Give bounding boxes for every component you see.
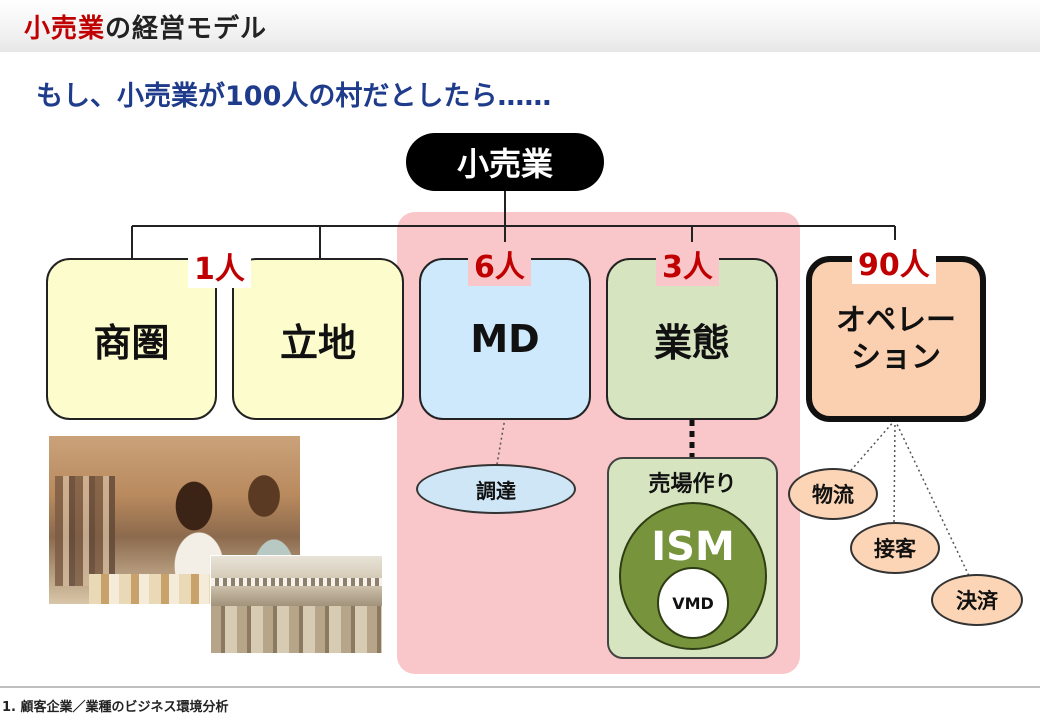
shopping-mall-photo [210, 555, 383, 654]
md-procurement: 調達 [416, 464, 576, 514]
operation-payment: 決済 [931, 574, 1023, 626]
count-md: 6人 [468, 242, 531, 286]
count-operation: 90人 [852, 240, 936, 284]
subtitle: もし、小売業が100人の村だとしたら…… [36, 81, 552, 112]
count-trade-location: 1人 [188, 244, 251, 288]
slide-title: 小売業の経営モデル [24, 8, 267, 45]
title-accent: 小売業 [24, 14, 106, 44]
operation-logistics: 物流 [788, 468, 878, 520]
category-location: 立地 [232, 258, 404, 420]
ism-label: ISM [651, 524, 735, 570]
sales-floor-label: 売場作り [648, 472, 737, 497]
root-retail-node: 小売業 [406, 133, 604, 191]
vmd-circle: VMD [657, 567, 729, 639]
footer-section-label: 1. 顧客企業／業種のビジネス環境分析 [2, 700, 229, 715]
header-bar [0, 0, 1040, 52]
operation-customer-service: 接客 [850, 522, 940, 574]
count-format: 3人 [656, 242, 719, 286]
footer-divider [0, 686, 1040, 688]
title-rest: の経営モデル [105, 14, 268, 44]
category-operation-label: オペレーション [836, 302, 956, 376]
